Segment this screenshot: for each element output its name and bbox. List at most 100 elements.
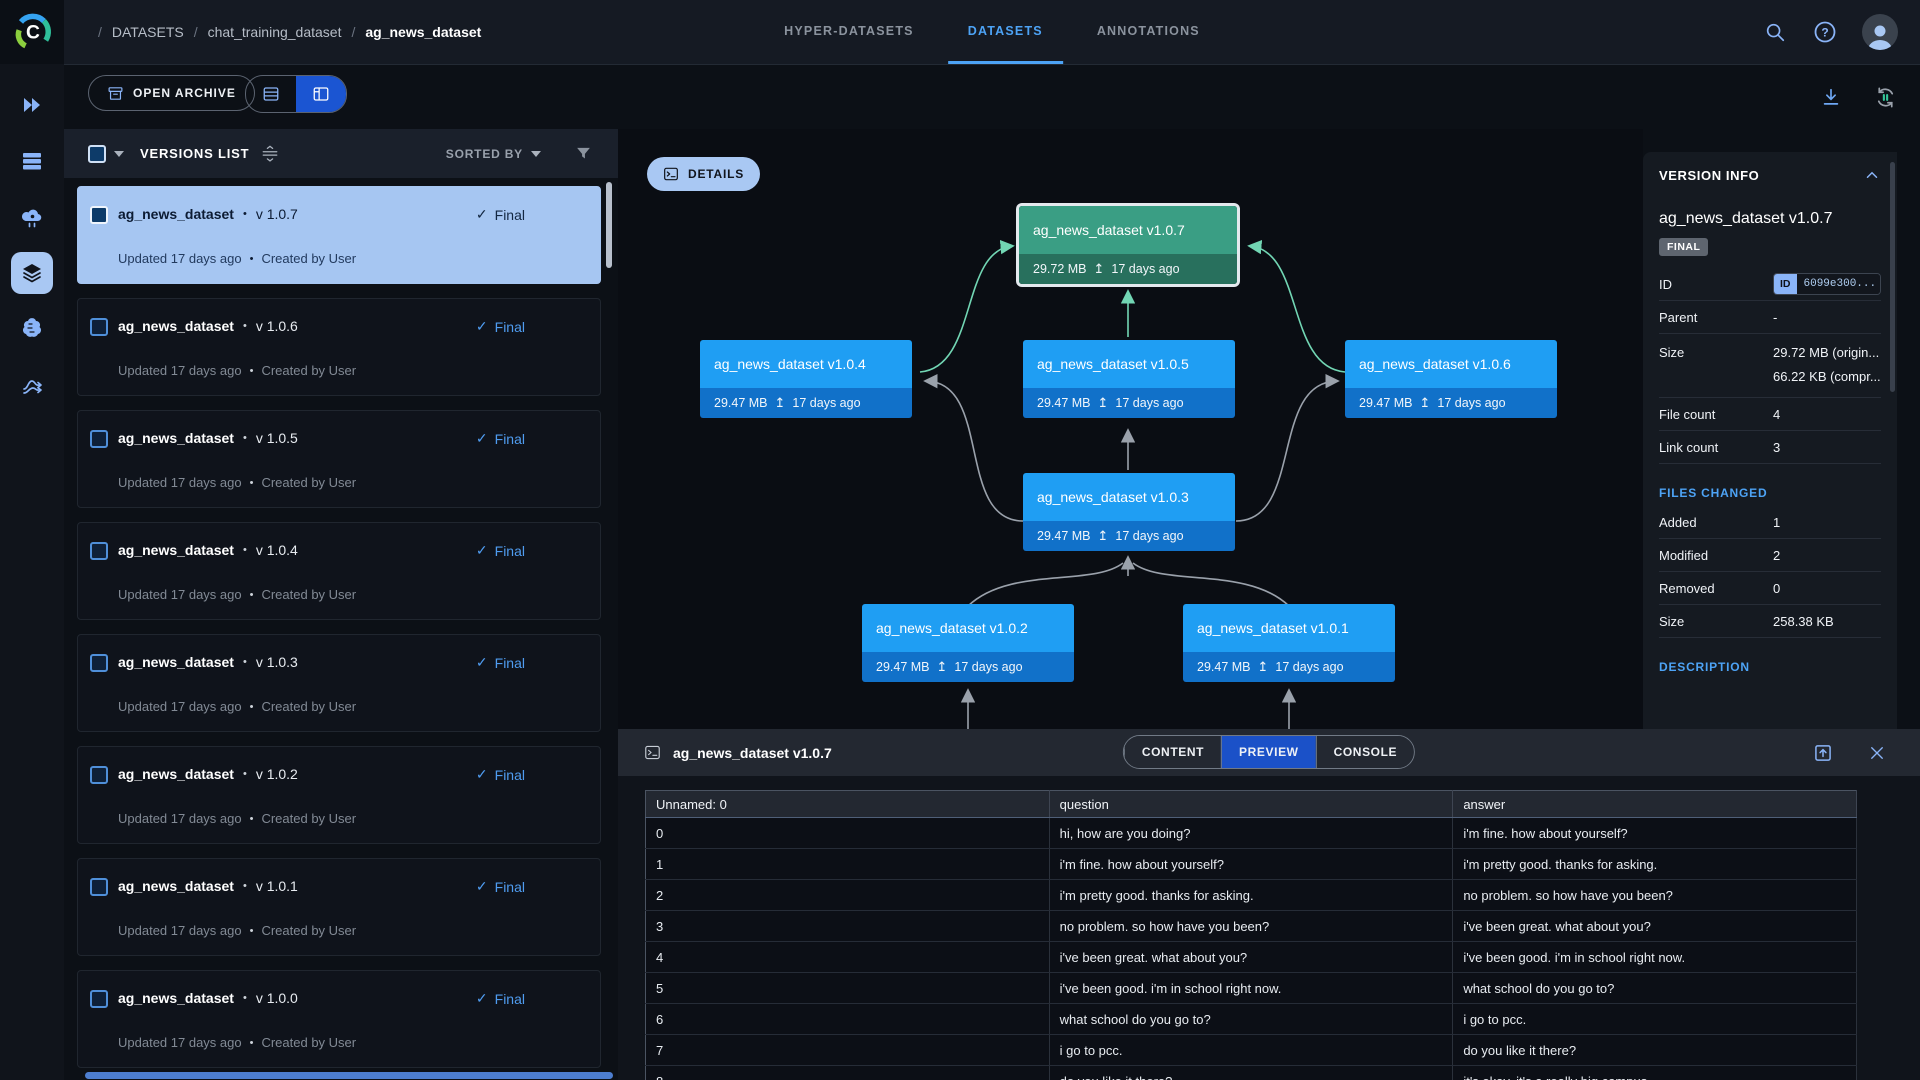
sidebar-item-autoscalers[interactable] bbox=[11, 196, 53, 238]
status-badge: ✓ Final bbox=[475, 206, 525, 223]
version-list-item[interactable]: ag_news_dataset • v 1.0.3 ✓ Final Update… bbox=[77, 634, 601, 732]
download-button[interactable] bbox=[1818, 84, 1844, 110]
status-badge: ✓ Final bbox=[475, 430, 525, 447]
split-view-toggle[interactable] bbox=[296, 76, 346, 112]
dataset-version-node[interactable]: ag_news_dataset v1.0.1 29.47 MB ↥ 17 day… bbox=[1183, 604, 1395, 682]
selection-caret-icon[interactable] bbox=[114, 150, 124, 157]
versions-list: ag_news_dataset • v 1.0.7 ✓ Final Update… bbox=[64, 178, 618, 1068]
version-list-item[interactable]: ag_news_dataset • v 1.0.5 ✓ Final Update… bbox=[77, 410, 601, 508]
open-archive-button[interactable]: OPEN ARCHIVE bbox=[88, 75, 255, 111]
version-info-scrollbar[interactable] bbox=[1890, 162, 1895, 392]
table-row[interactable]: 0 hi, how are you doing? i'm fine. how a… bbox=[645, 817, 1857, 849]
version-list-item[interactable]: ag_news_dataset • v 1.0.1 ✓ Final Update… bbox=[77, 858, 601, 956]
id-copy-chip[interactable]: ID 6099e300... bbox=[1773, 273, 1881, 295]
sidebar-item-models[interactable] bbox=[11, 308, 53, 350]
main-tab[interactable]: ANNOTATIONS bbox=[1096, 23, 1200, 38]
link-count-row: Link count 3 bbox=[1659, 431, 1881, 464]
dot-separator: • bbox=[249, 588, 254, 601]
dot-separator: • bbox=[249, 700, 254, 713]
clearml-logo[interactable]: C bbox=[0, 0, 64, 64]
preview-tab[interactable]: CONTENT bbox=[1123, 736, 1222, 768]
auto-refresh-button[interactable] bbox=[1872, 84, 1898, 110]
dataset-version-node[interactable]: ag_news_dataset v1.0.6 29.47 MB ↥ 17 day… bbox=[1345, 340, 1557, 418]
dot-separator: • bbox=[242, 432, 247, 444]
sorted-by-caret-icon bbox=[531, 150, 541, 157]
versions-scrollbar-horizontal[interactable] bbox=[85, 1072, 613, 1079]
dataset-version-node[interactable]: ag_news_dataset v1.0.4 29.47 MB ↥ 17 day… bbox=[700, 340, 912, 418]
breadcrumb-separator: / bbox=[98, 24, 102, 40]
version-checkbox[interactable] bbox=[90, 206, 108, 224]
version-list-item[interactable]: ag_news_dataset • v 1.0.6 ✓ Final Update… bbox=[77, 298, 601, 396]
dataset-version-node[interactable]: ag_news_dataset v1.0.3 29.47 MB ↥ 17 day… bbox=[1023, 473, 1235, 551]
breadcrumb-item[interactable]: / chat_training_dataset bbox=[193, 24, 342, 40]
dataset-version-node[interactable]: ag_news_dataset v1.0.2 29.47 MB ↥ 17 day… bbox=[862, 604, 1074, 682]
status-badge: ✓ Final bbox=[475, 878, 525, 895]
node-title: ag_news_dataset v1.0.3 bbox=[1023, 473, 1235, 521]
sidebar-item-pipelines[interactable] bbox=[11, 364, 53, 406]
user-avatar[interactable] bbox=[1862, 14, 1898, 50]
node-meta: 29.47 MB ↥ 17 days ago bbox=[1183, 652, 1395, 682]
version-list-item[interactable]: ag_news_dataset • v 1.0.2 ✓ Final Update… bbox=[77, 746, 601, 844]
version-checkbox[interactable] bbox=[90, 318, 108, 336]
table-row[interactable]: 3 no problem. so how have you been? i've… bbox=[645, 910, 1857, 942]
chevron-up-icon[interactable] bbox=[1863, 166, 1881, 184]
preview-tab[interactable]: CONSOLE bbox=[1315, 736, 1415, 768]
main-tab[interactable]: HYPER-DATASETS bbox=[784, 23, 914, 38]
collapse-rows-button[interactable] bbox=[261, 145, 279, 163]
version-list-item[interactable]: ag_news_dataset • v 1.0.0 ✓ Final Update… bbox=[77, 970, 601, 1068]
search-button[interactable] bbox=[1762, 19, 1788, 45]
breadcrumb-item[interactable]: / ag_news_dataset bbox=[351, 24, 482, 40]
table-column-header[interactable]: answer bbox=[1452, 790, 1857, 818]
versions-scrollbar-vertical[interactable] bbox=[606, 182, 612, 268]
table-row[interactable]: 4 i've been great. what about you? i've … bbox=[645, 941, 1857, 973]
sorted-by-button[interactable]: SORTED BY bbox=[446, 147, 541, 161]
preview-tab[interactable]: PREVIEW bbox=[1221, 736, 1316, 768]
table-view-toggle[interactable] bbox=[246, 76, 296, 112]
breadcrumb-item[interactable]: / DATASETS bbox=[98, 24, 184, 40]
version-checkbox[interactable] bbox=[90, 990, 108, 1008]
upload-icon: ↥ bbox=[936, 659, 948, 675]
version-list-item[interactable]: ag_news_dataset • v 1.0.4 ✓ Final Update… bbox=[77, 522, 601, 620]
version-checkbox[interactable] bbox=[90, 654, 108, 672]
sidebar-item-getting-started[interactable] bbox=[11, 84, 53, 126]
version-checkbox[interactable] bbox=[90, 766, 108, 784]
preview-panel: ag_news_dataset v1.0.7 CONTENT PREVIEW C… bbox=[618, 729, 1920, 1080]
dot-separator: • bbox=[242, 656, 247, 668]
version-checkbox[interactable] bbox=[90, 878, 108, 896]
lineage-graph[interactable]: DETAILS ag_news_dataset v1.0.7 29.72 MB … bbox=[618, 129, 1643, 729]
table-row[interactable]: 6 what school do you go to? i go to pcc. bbox=[645, 1003, 1857, 1035]
version-checkbox[interactable] bbox=[90, 542, 108, 560]
dataset-version-node[interactable]: ag_news_dataset v1.0.7 29.72 MB ↥ 17 day… bbox=[1019, 206, 1237, 284]
svg-text:C: C bbox=[26, 22, 40, 43]
table-row[interactable]: 8 do you like it there? it's okay. it's … bbox=[645, 1065, 1857, 1080]
close-preview-button[interactable] bbox=[1864, 740, 1890, 766]
dot-separator: • bbox=[249, 1036, 254, 1049]
table-column-header[interactable]: question bbox=[1049, 790, 1454, 818]
table-row[interactable]: 7 i go to pcc. do you like it there? bbox=[645, 1034, 1857, 1066]
version-checkbox[interactable] bbox=[90, 430, 108, 448]
select-all-checkbox[interactable] bbox=[88, 144, 106, 163]
table-column-header[interactable]: Unnamed: 0 bbox=[645, 790, 1050, 818]
version-list-item[interactable]: ag_news_dataset • v 1.0.7 ✓ Final Update… bbox=[77, 186, 601, 284]
details-button[interactable]: DETAILS bbox=[647, 157, 761, 191]
table-row[interactable]: 1 i'm fine. how about yourself? i'm pret… bbox=[645, 848, 1857, 880]
split-view-icon bbox=[313, 87, 329, 101]
version-info-title: VERSION INFO bbox=[1659, 167, 1760, 183]
dataset-version-node[interactable]: ag_news_dataset v1.0.5 29.47 MB ↥ 17 day… bbox=[1023, 340, 1235, 418]
sidebar-item-datasets[interactable] bbox=[11, 252, 53, 294]
expand-preview-button[interactable] bbox=[1810, 740, 1836, 766]
help-button[interactable]: ? bbox=[1812, 19, 1838, 45]
upload-icon: ↥ bbox=[774, 395, 786, 411]
filter-button[interactable] bbox=[575, 145, 592, 162]
filter-funnel-icon bbox=[577, 147, 590, 159]
main-tab[interactable]: DATASETS bbox=[947, 0, 1063, 64]
table-row[interactable]: 2 i'm pretty good. thanks for asking. no… bbox=[645, 879, 1857, 911]
dataset-toolbar: OPEN ARCHIVE bbox=[64, 65, 1920, 129]
dot-separator: • bbox=[242, 880, 247, 892]
table-row[interactable]: 5 i've been good. i'm in school right no… bbox=[645, 972, 1857, 1004]
terminal-icon bbox=[645, 745, 660, 760]
node-title: ag_news_dataset v1.0.7 bbox=[1019, 206, 1237, 254]
sidebar-item-workers[interactable] bbox=[11, 140, 53, 182]
play-double-icon bbox=[24, 98, 40, 112]
